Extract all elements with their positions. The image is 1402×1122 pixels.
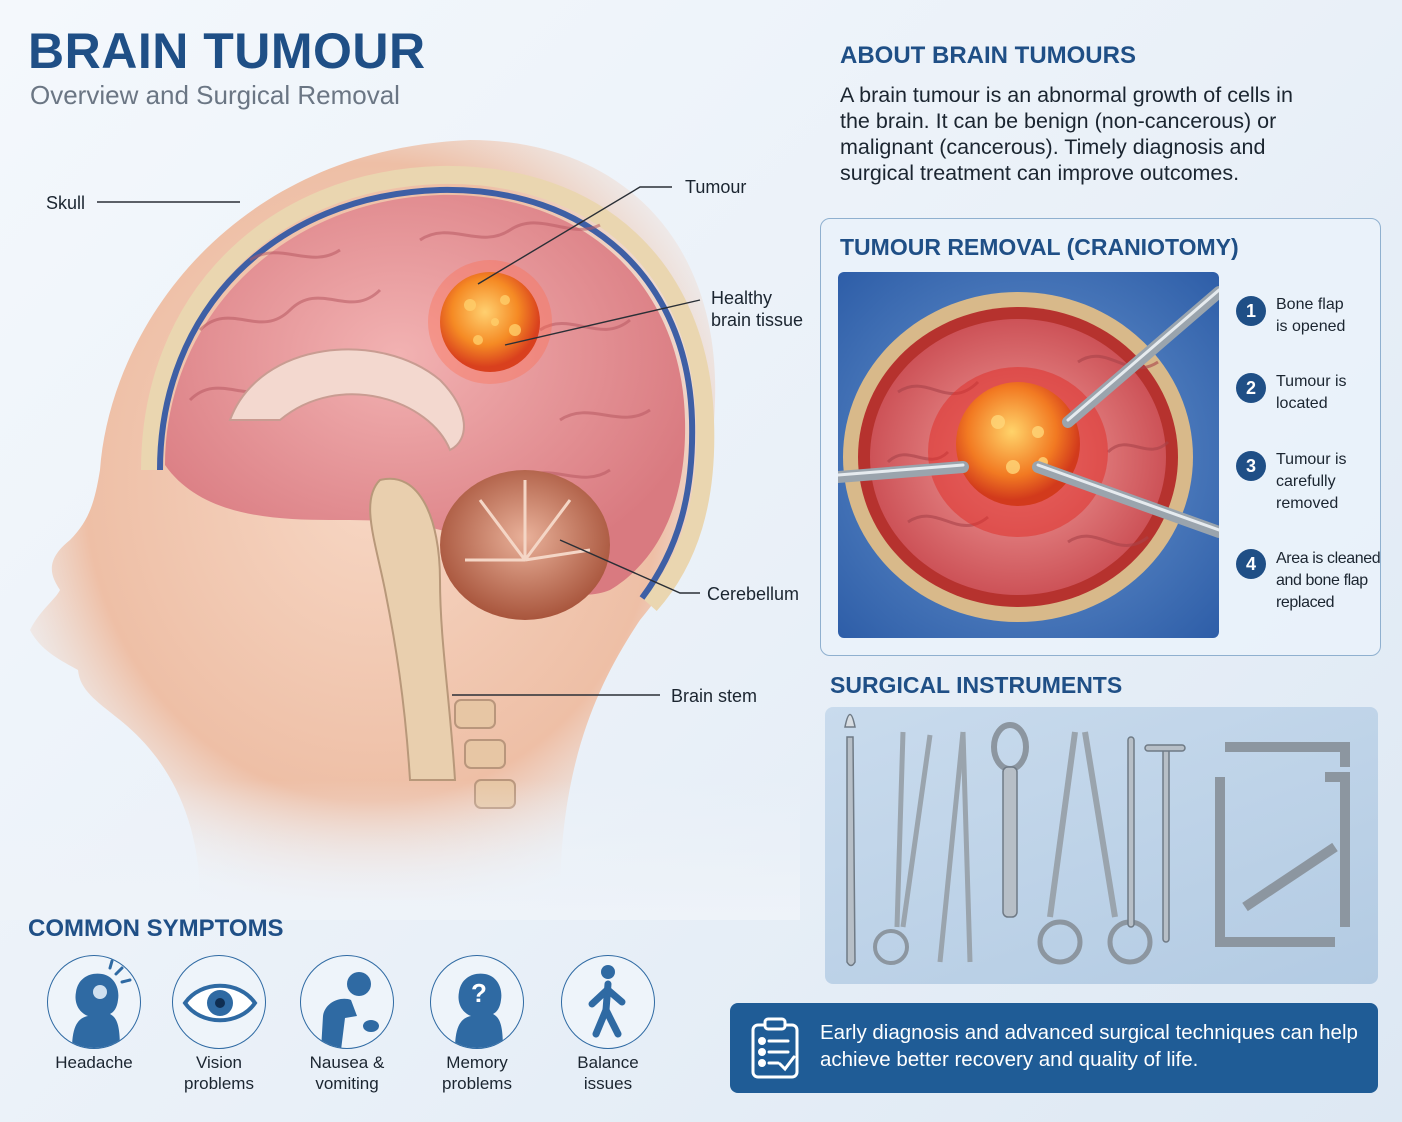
craniotomy-heading: TUMOUR REMOVAL (CRANIOTOMY) <box>840 234 1239 260</box>
memory-question-icon: ? <box>430 955 524 1049</box>
scalpel-icon <box>846 736 856 967</box>
hook-icon <box>1144 744 1186 943</box>
eye-icon <box>172 955 266 1049</box>
instruments-panel <box>825 707 1378 984</box>
step-2-badge: 2 <box>1236 373 1266 403</box>
symptom-label-headache: Headache <box>55 1053 133 1072</box>
symptom-label-vision: Vision problems <box>184 1053 254 1093</box>
forceps-icon <box>937 731 973 963</box>
page-title: BRAIN TUMOUR <box>28 23 426 79</box>
probe-icon <box>1127 736 1135 928</box>
symptoms-heading: COMMON SYMPTOMS <box>28 915 284 942</box>
conclusion-banner: Early diagnosis and advanced surgical te… <box>730 1003 1378 1093</box>
step-4-text: Area is cleaned and bone flap replaced <box>1276 550 1381 611</box>
label-cerebellum: Cerebellum <box>707 584 800 604</box>
scissors-icon <box>873 731 933 965</box>
nausea-icon <box>300 955 394 1049</box>
symptom-label-memory: Memory problems <box>442 1053 512 1093</box>
large-scissors-icon <box>1037 731 1153 965</box>
label-skull: Skull <box>46 193 86 213</box>
instruments-heading: SURGICAL INSTRUMENTS <box>830 672 1123 698</box>
instruments-illustration <box>844 713 1350 967</box>
step-3-text: Tumour is carefully removed <box>1276 451 1347 512</box>
label-brain-stem: Brain stem <box>671 686 758 706</box>
retractor-icon <box>1215 742 1350 947</box>
step-1-text: Bone flap is opened <box>1276 296 1346 335</box>
banner-text: Early diagnosis and advanced surgical te… <box>820 1021 1358 1071</box>
symptom-label-balance: Balance issues <box>577 1053 639 1093</box>
clipboard-checklist-icon <box>751 1017 799 1079</box>
step-2-text: Tumour is located <box>1276 373 1347 412</box>
page-subtitle: Overview and Surgical Removal <box>30 80 400 110</box>
brain-anatomy-illustration <box>0 140 800 920</box>
headache-icon <box>47 955 141 1049</box>
brain-stem <box>369 477 457 781</box>
craniotomy-illustration <box>838 272 1219 638</box>
svg-text:?: ? <box>471 978 487 1008</box>
about-text: A brain tumour is an abnormal growth of … <box>840 83 1293 185</box>
label-tumour: Tumour <box>685 177 747 197</box>
about-heading: ABOUT BRAIN TUMOURS <box>840 42 1136 69</box>
step-3-badge: 3 <box>1236 451 1266 481</box>
symptom-label-nausea: Nausea & vomiting <box>309 1053 385 1093</box>
label-healthy-brain-tissue: Healthy brain tissue <box>711 288 804 330</box>
clamp-icon <box>991 722 1029 918</box>
step-1-badge: 1 <box>1236 296 1266 326</box>
step-4-badge: 4 <box>1236 549 1266 579</box>
walking-person-icon <box>561 955 655 1049</box>
